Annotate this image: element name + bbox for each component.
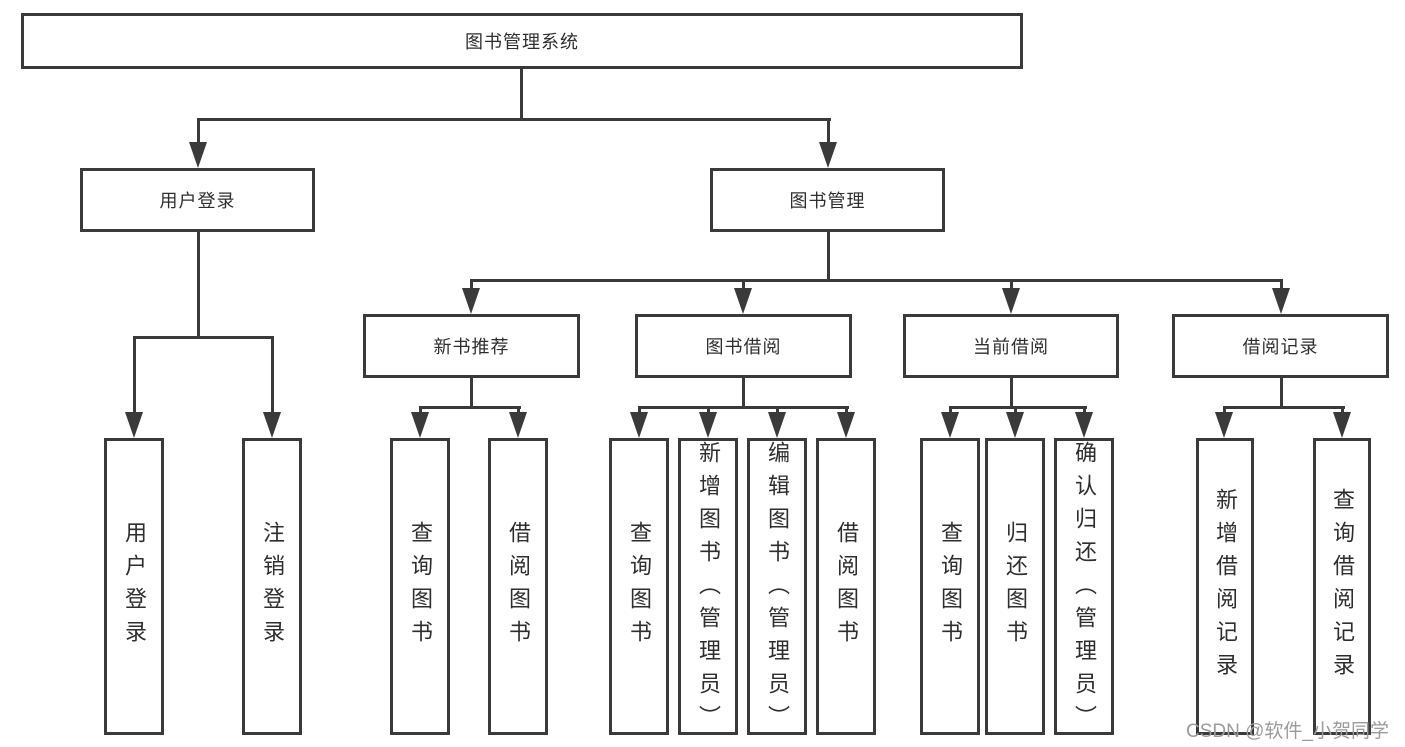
leaf-borrow-books-borrowing-label: 借阅图书 xyxy=(834,520,859,653)
arrow-down-icon xyxy=(768,412,786,438)
node-new-book-recommend-label: 新书推荐 xyxy=(433,337,510,357)
leaf-confirm-return-admin-label: 确认归还（管理员） xyxy=(1072,441,1097,738)
node-book-borrowing: 图书借阅 xyxy=(635,314,852,378)
leaf-confirm-return-admin: 确认归还（管理员） xyxy=(1054,438,1114,738)
arrow-down-icon xyxy=(263,412,281,438)
leaf-borrow-books-recommend: 借阅图书 xyxy=(488,438,548,735)
arrow-down-icon xyxy=(1333,412,1351,438)
connector-vline xyxy=(133,336,136,414)
arrow-down-icon xyxy=(462,288,480,314)
leaf-add-book-admin: 新增图书（管理员） xyxy=(678,438,738,738)
leaf-add-borrow-record-label: 新增借阅记录 xyxy=(1213,487,1238,686)
arrow-down-icon xyxy=(189,142,207,168)
csdn-watermark: CSDN @软件_小贺同学 xyxy=(1186,721,1389,742)
node-user-login: 用户登录 xyxy=(80,168,315,232)
connector-vline xyxy=(271,336,274,414)
connector-vline xyxy=(197,118,200,148)
leaf-add-borrow-record: 新增借阅记录 xyxy=(1196,438,1254,735)
arrow-down-icon xyxy=(1002,288,1020,314)
connector-vline xyxy=(1280,378,1283,406)
arrow-down-icon xyxy=(699,412,717,438)
node-current-borrowing-label: 当前借阅 xyxy=(973,337,1049,357)
connector-vline xyxy=(845,406,848,414)
arrow-down-icon xyxy=(1006,412,1024,438)
connector-vline xyxy=(1010,378,1013,406)
arrow-down-icon xyxy=(630,412,648,438)
leaf-query-borrow-record-label: 查询借阅记录 xyxy=(1330,487,1355,686)
connector-vline xyxy=(827,232,830,279)
leaf-query-books-current-label: 查询图书 xyxy=(938,520,963,653)
connector-vline xyxy=(419,406,422,414)
leaf-edit-book-admin-label: 编辑图书（管理员） xyxy=(765,441,790,738)
leaf-query-books-current: 查询图书 xyxy=(920,438,980,735)
node-book-borrowing-label: 图书借阅 xyxy=(705,337,782,357)
connector-vline xyxy=(470,378,473,406)
node-user-login-label: 用户登录 xyxy=(159,191,236,211)
arrow-down-icon xyxy=(1075,412,1093,438)
node-book-management-label: 图书管理 xyxy=(789,191,866,211)
arrow-down-icon xyxy=(411,412,429,438)
connector-vline xyxy=(742,279,745,291)
node-root: 图书管理系统 xyxy=(21,13,1023,69)
connector-hline xyxy=(470,279,1283,282)
connector-hline xyxy=(419,406,521,409)
arrow-down-icon xyxy=(1215,412,1233,438)
leaf-user-login-label: 用户登录 xyxy=(122,520,147,653)
leaf-query-borrow-record: 查询借阅记录 xyxy=(1313,438,1371,735)
leaf-query-books-borrowing: 查询图书 xyxy=(609,438,669,735)
connector-vline xyxy=(776,406,779,414)
connector-vline xyxy=(1010,279,1013,291)
connector-hline xyxy=(1223,406,1345,409)
connector-vline xyxy=(470,279,473,291)
connector-vline xyxy=(827,118,830,148)
node-current-borrowing: 当前借阅 xyxy=(903,314,1119,378)
connector-vline xyxy=(742,378,745,406)
arrow-down-icon xyxy=(509,412,527,438)
node-root-label: 图书管理系统 xyxy=(465,32,579,52)
arrow-down-icon xyxy=(125,412,143,438)
leaf-logout-label: 注销登录 xyxy=(260,520,285,653)
leaf-query-books-borrowing-label: 查询图书 xyxy=(627,520,652,653)
node-book-management: 图书管理 xyxy=(710,168,945,232)
leaf-add-book-admin-label: 新增图书（管理员） xyxy=(696,441,721,738)
arrow-down-icon xyxy=(819,142,837,168)
leaf-logout: 注销登录 xyxy=(242,438,302,735)
connector-vline xyxy=(197,232,200,336)
leaf-borrow-books-recommend-label: 借阅图书 xyxy=(506,520,531,653)
arrow-down-icon xyxy=(941,412,959,438)
connector-hline xyxy=(949,406,1087,409)
connector-vline xyxy=(949,406,952,414)
leaf-edit-book-admin: 编辑图书（管理员） xyxy=(747,438,807,738)
arrow-down-icon xyxy=(837,412,855,438)
leaf-borrow-books-borrowing: 借阅图书 xyxy=(816,438,876,735)
node-borrowing-records-label: 借阅记录 xyxy=(1242,337,1319,357)
connector-vline xyxy=(1341,406,1344,414)
node-borrowing-records: 借阅记录 xyxy=(1172,314,1389,378)
leaf-query-books-recommend-label: 查询图书 xyxy=(408,520,433,653)
connector-hline xyxy=(197,118,831,121)
arrow-down-icon xyxy=(1272,288,1290,314)
connector-vline xyxy=(1014,406,1017,414)
connector-vline xyxy=(1083,406,1086,414)
connector-vline xyxy=(1280,279,1283,291)
connector-hline xyxy=(638,406,849,409)
leaf-query-books-recommend: 查询图书 xyxy=(390,438,450,735)
connector-vline xyxy=(517,406,520,414)
arrow-down-icon xyxy=(734,288,752,314)
connector-vline xyxy=(707,406,710,414)
leaf-user-login: 用户登录 xyxy=(104,438,164,735)
node-new-book-recommend: 新书推荐 xyxy=(363,314,580,378)
connector-vline xyxy=(520,69,523,118)
connector-hline xyxy=(133,336,274,339)
leaf-return-book: 归还图书 xyxy=(985,438,1045,735)
connector-vline xyxy=(1223,406,1226,414)
connector-vline xyxy=(638,406,641,414)
leaf-return-book-label: 归还图书 xyxy=(1003,520,1028,653)
